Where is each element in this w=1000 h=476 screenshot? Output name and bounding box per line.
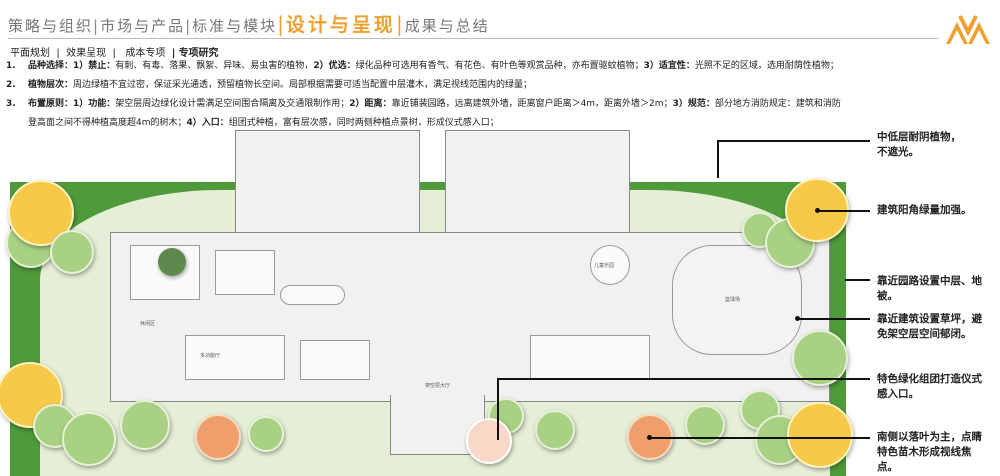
tree-green [535, 410, 575, 450]
tree-green [792, 330, 848, 386]
leader-line [497, 378, 870, 380]
leader-line [497, 378, 499, 440]
tree-green [685, 405, 725, 445]
leader-line [649, 437, 870, 439]
annotation-shade-plants: 中低层耐阴植物，不遮光。 [877, 131, 961, 158]
plan-label: 休闲区 [140, 321, 156, 327]
note-1: 1.品种选择：1）禁止：有刺、有毒、落果、飘絮、异味、易虫害的植物，2）优选：绿… [6, 61, 839, 71]
tab-design-active[interactable]: 设计与呈现 [285, 14, 396, 36]
tab-strategy[interactable]: 策略与组织 [8, 17, 94, 35]
plan-room [185, 335, 285, 380]
subnav-plan[interactable]: 平面规划 [10, 48, 50, 59]
tab-standard[interactable]: 标准与模块 [192, 17, 278, 35]
note-3: 3.布置原则：1）功能：架空层周边绿化设计需满足空间围合隔离及交通限制作用；2）… [6, 99, 841, 109]
note-2: 2.植物层次：周边绿植不宜过密，保证采光通透，预留植物长空间。局部根据需要可适当… [6, 80, 533, 90]
brand-logo-icon [946, 15, 990, 44]
leader-line [717, 140, 870, 142]
tree-green [120, 400, 170, 450]
annotation-entrance: 特色绿化组团打造仪式感入口。 [877, 373, 982, 400]
tree-green [50, 230, 94, 274]
plan-label: 篮球场 [725, 297, 741, 303]
note-3-cont: 登高面之间不得种植高度超4m的树木；4）入口：组团式种植，富有层次感，同时两侧种… [28, 118, 499, 128]
plan-room [300, 340, 370, 380]
tree-yellow [787, 402, 853, 468]
annotation-path-planting: 靠近园路设置中层、地被。 [877, 275, 982, 302]
header-divider [8, 38, 938, 39]
plan-room [530, 335, 650, 380]
leader-line [817, 210, 870, 212]
tree-icon [158, 248, 186, 276]
plan-room [280, 285, 345, 305]
leader-line [717, 140, 719, 178]
tree-green [62, 412, 116, 466]
sub-nav: 平面规划 | 效果呈现 | 成本专项 | 专项研究 [10, 48, 219, 59]
subnav-render[interactable]: 效果呈现 [66, 48, 107, 59]
tree-green [248, 416, 284, 452]
subnav-cost[interactable]: 成本专项 [125, 48, 166, 59]
leader-line [845, 279, 870, 281]
annotation-south: 南侧以落叶为主，点睛特色苗木形成视线焦点。 [877, 431, 982, 473]
header-nav: 策略与组织|市场与产品|标准与模块|设计与呈现|成果与总结 [8, 12, 490, 36]
annotation-lawn: 靠近建筑设置草坪，避免架空层空间郁闭。 [877, 313, 982, 340]
tree-orange [195, 414, 241, 460]
tab-results[interactable]: 成果与总结 [404, 17, 490, 35]
tree-peach [466, 418, 512, 464]
plan-label: 架空层大厅 [425, 383, 451, 389]
annotation-corner-greenery: 建筑阳角绿量加强。 [877, 204, 972, 216]
subnav-research-active[interactable]: 专项研究 [178, 48, 219, 59]
tower-right [445, 130, 630, 240]
tab-market[interactable]: 市场与产品 [100, 17, 186, 35]
plan-room [590, 245, 630, 285]
plan-label: 儿童乐园 [594, 263, 615, 269]
tower-left [235, 130, 420, 240]
plan-room [215, 250, 275, 295]
plan-label: 多功能厅 [200, 353, 221, 359]
leader-line [797, 318, 870, 320]
